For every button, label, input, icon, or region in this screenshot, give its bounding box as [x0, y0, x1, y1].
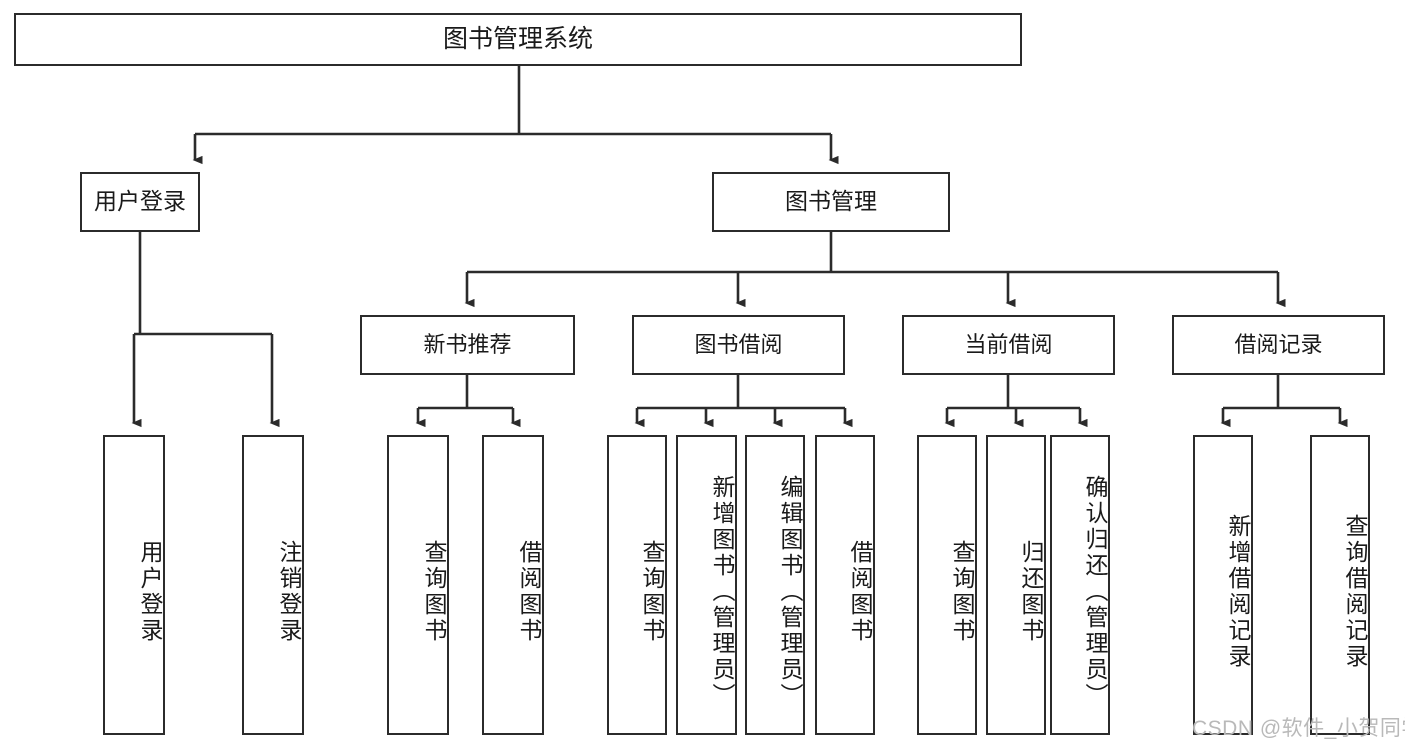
leaf-confirm-return-admin[interactable]: 确认归还（管理员）: [1050, 435, 1110, 735]
node-book-management-label: 图书管理: [785, 188, 877, 215]
node-user-login[interactable]: 用户登录: [80, 172, 200, 232]
leaf-add-borrow-record[interactable]: 新增借阅记录: [1193, 435, 1253, 735]
leaf-query-book-recommend[interactable]: 查询图书: [387, 435, 449, 735]
leaf-edit-book-admin-label: 编辑图书（管理员）: [777, 475, 803, 709]
leaf-query-book-borrow[interactable]: 查询图书: [607, 435, 667, 735]
leaf-query-book-current-label: 查询图书: [949, 540, 975, 644]
leaf-borrow-book-label: 借阅图书: [847, 540, 873, 644]
leaf-user-login-label: 用户登录: [137, 540, 163, 644]
leaf-query-book-recommend-label: 查询图书: [421, 540, 447, 644]
leaf-add-borrow-record-label: 新增借阅记录: [1225, 514, 1251, 670]
node-user-login-label: 用户登录: [94, 188, 186, 215]
node-book-borrow[interactable]: 图书借阅: [632, 315, 845, 375]
node-new-book-recommend-label: 新书推荐: [423, 332, 512, 358]
leaf-query-book-current[interactable]: 查询图书: [917, 435, 977, 735]
leaf-logout[interactable]: 注销登录: [242, 435, 304, 735]
node-book-management[interactable]: 图书管理: [712, 172, 950, 232]
leaf-query-borrow-record-label: 查询借阅记录: [1342, 514, 1368, 670]
leaf-borrow-book[interactable]: 借阅图书: [815, 435, 875, 735]
leaf-edit-book-admin[interactable]: 编辑图书（管理员）: [745, 435, 805, 735]
leaf-return-book[interactable]: 归还图书: [986, 435, 1046, 735]
leaf-query-book-borrow-label: 查询图书: [639, 540, 665, 644]
watermark: CSDN @软件_小贺同学: [1192, 717, 1405, 740]
node-book-borrow-label: 图书借阅: [694, 332, 783, 358]
node-root-label: 图书管理系统: [442, 24, 593, 53]
leaf-add-book-admin[interactable]: 新增图书（管理员）: [676, 435, 737, 735]
leaf-add-book-admin-label: 新增图书（管理员）: [709, 475, 735, 709]
node-borrow-records-label: 借阅记录: [1234, 332, 1323, 358]
leaf-query-borrow-record[interactable]: 查询借阅记录: [1310, 435, 1370, 735]
leaf-borrow-book-recommend[interactable]: 借阅图书: [482, 435, 544, 735]
leaf-confirm-return-admin-label: 确认归还（管理员）: [1082, 475, 1108, 709]
node-borrow-records[interactable]: 借阅记录: [1172, 315, 1385, 375]
leaf-borrow-book-recommend-label: 借阅图书: [516, 540, 542, 644]
node-current-borrow-label: 当前借阅: [964, 332, 1053, 358]
leaf-logout-label: 注销登录: [276, 540, 302, 644]
leaf-user-login[interactable]: 用户登录: [103, 435, 165, 735]
node-root[interactable]: 图书管理系统: [14, 13, 1022, 66]
node-new-book-recommend[interactable]: 新书推荐: [360, 315, 575, 375]
node-current-borrow[interactable]: 当前借阅: [902, 315, 1115, 375]
leaf-return-book-label: 归还图书: [1018, 540, 1044, 644]
